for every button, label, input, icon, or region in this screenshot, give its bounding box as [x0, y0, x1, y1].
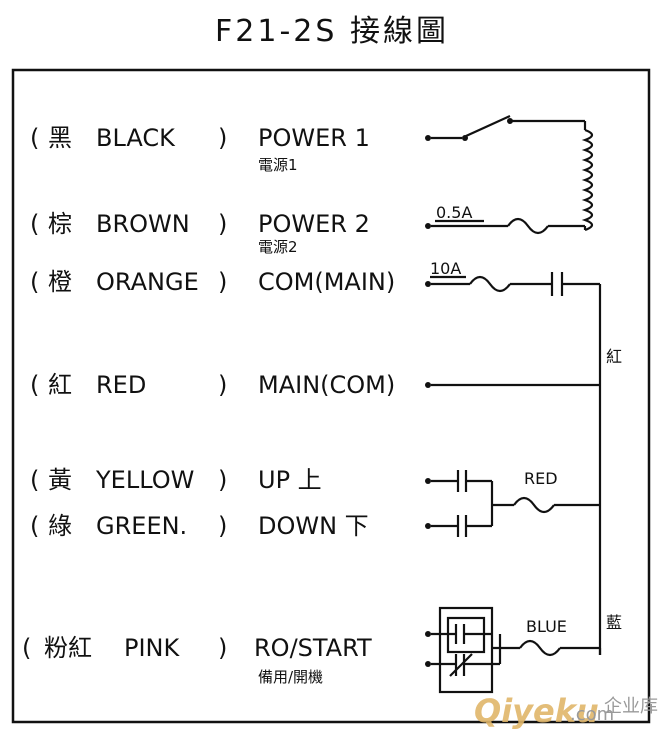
color-cn: 綠 [48, 512, 72, 540]
switch-blade [465, 114, 511, 138]
paren-close: ) [218, 371, 227, 399]
paren-close: ) [218, 634, 227, 662]
row-red: ( 紅 RED ) MAIN(COM) [30, 371, 395, 399]
paren-open: ( [30, 268, 39, 296]
fuse-label-1: 0.5A [436, 203, 472, 222]
paren-open: ( [30, 124, 39, 152]
start-relay: BLUE [425, 606, 602, 694]
red-coil-symbol [513, 496, 555, 514]
color-en: ORANGE [96, 268, 199, 296]
fuse-label-2: 10A [430, 259, 461, 278]
function-cn: 電源1 [258, 156, 298, 174]
row-brown: ( 棕 BROWN ) POWER 2 電源2 [30, 210, 370, 256]
paren-close: ) [218, 512, 227, 540]
diagram-frame [11, 68, 651, 724]
paren-open: ( [30, 512, 39, 540]
main-com-wire [425, 382, 600, 388]
watermark-suffix: .com [570, 704, 614, 725]
coil [581, 128, 594, 232]
row-black: ( 黑 BLACK ) POWER 1 電源1 [30, 124, 370, 174]
color-cn: 橙 [48, 268, 72, 296]
com-fuse-contact: 10A [425, 259, 600, 296]
color-en: RED [96, 371, 146, 399]
paren-open: ( [30, 466, 39, 494]
paren-open: ( [30, 210, 39, 238]
function-label: POWER 1 [258, 124, 370, 152]
color-en: PINK [124, 634, 181, 662]
function-label: UP 上 [258, 466, 322, 494]
function-label: RO/START [254, 634, 372, 662]
coil-label-red: RED [524, 469, 558, 488]
up-down-contacts: RED [425, 469, 600, 537]
watermark-brand: Qiyeku [474, 692, 599, 730]
paren-close: ) [218, 466, 227, 494]
color-cn: 紅 [48, 371, 72, 399]
paren-close: ) [218, 210, 227, 238]
power1-switch-coil [425, 114, 594, 232]
coil-label-blue: BLUE [526, 617, 567, 636]
power2-fuse: 0.5A [425, 203, 587, 235]
function-label: POWER 2 [258, 210, 370, 238]
color-en: YELLOW [95, 466, 194, 494]
wire-label-red-cn: 紅 [606, 347, 622, 366]
paren-open: ( [22, 634, 31, 662]
blue-coil-symbol [519, 639, 561, 657]
row-orange: ( 橙 ORANGE ) COM(MAIN) [30, 268, 395, 296]
fuse-symbol [469, 275, 511, 293]
color-cn: 粉紅 [44, 634, 92, 662]
color-cn: 棕 [48, 210, 72, 238]
fuse-symbol [507, 217, 549, 235]
color-en: GREEN. [96, 512, 187, 540]
diagram-title: F21-2S 接線圖 [215, 14, 449, 49]
paren-close: ) [218, 268, 227, 296]
function-label: COM(MAIN) [258, 268, 395, 296]
watermark-logo: Qiyeku .com 企业库 [474, 692, 658, 730]
color-en: BROWN [96, 210, 190, 238]
paren-close: ) [218, 124, 227, 152]
paren-open: ( [30, 371, 39, 399]
row-green: ( 綠 GREEN. ) DOWN 下 [30, 512, 369, 540]
relay-box [438, 606, 494, 694]
row-pink: ( 粉紅 PINK ) RO/START 備用/開機 [22, 634, 372, 686]
color-en: BLACK [96, 124, 176, 152]
function-label: DOWN 下 [258, 512, 369, 540]
color-cn: 黃 [48, 466, 72, 494]
function-cn: 備用/開機 [258, 668, 323, 686]
function-cn: 電源2 [258, 238, 298, 256]
watermark-cn: 企业库 [604, 696, 658, 717]
function-label: MAIN(COM) [258, 371, 395, 399]
color-cn: 黑 [48, 124, 72, 152]
row-yellow: ( 黃 YELLOW ) UP 上 [30, 466, 322, 494]
wire-label-blue-cn: 藍 [606, 613, 622, 632]
